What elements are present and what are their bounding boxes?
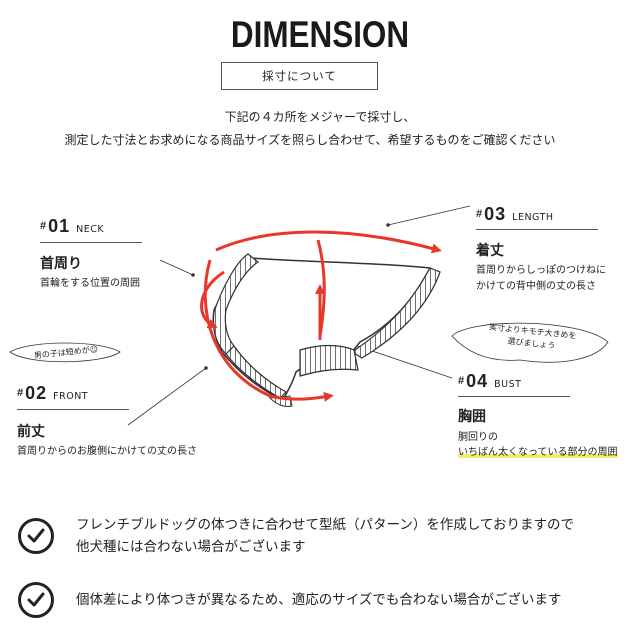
leader-line-neck [159,259,194,276]
front-desc: 首周りからのお腹側にかけての丈の長さ [17,446,197,457]
length-arrow [215,230,442,254]
bust-en: BUST [494,379,522,390]
subtitle-box: 採寸について [221,62,378,90]
bottom-note-2: 個体差により体つきが異なるため、適応のサイズでも合わない場合がございます [76,589,636,611]
measurement-length: #03 LENGTH [476,204,598,225]
bust-number: 04 [466,371,489,391]
length-en: LENGTH [512,212,554,223]
length-desc-1: 首周りからしっぽのつけねに [476,265,606,276]
front-number: 02 [25,383,48,403]
bust-desc-2: いちばん太くなっている部分の周囲 [458,445,618,461]
neck-rule [40,242,142,243]
bust-desc-2-highlight: いちばん太くなっている部分の周囲 [458,447,618,458]
bottom-note-2-line-1: 個体差により体つきが異なるため、適応のサイズでも合わない場合がございます [76,592,562,608]
bottom-note-1-line-2: 他犬種には合わない場合がございます [76,539,306,555]
length-title: 着丈 [476,243,504,259]
front-rule [17,409,129,410]
length-desc-2: かけての背中側の丈の長さ [476,281,596,292]
measurement-neck: #01 NECK [40,216,142,237]
intro-line-1: 下記の４カ所をメジャーで採寸し、 [224,110,416,124]
measurement-bust: #04 BUST [458,371,570,392]
front-hash: # [17,387,25,399]
bust-desc-1: 胴回りの [458,432,498,443]
front-en: FRONT [53,391,89,402]
check-circle-icon [18,518,54,554]
neck-desc: 首輪をする位置の周囲 [40,278,140,289]
bust-title: 胸囲 [458,409,486,425]
leader-line-front [127,367,207,426]
length-number: 03 [484,204,507,224]
neck-number: 01 [48,216,71,236]
bust-note-bubble [451,322,609,363]
bottom-note-1-line-1: フレンチブルドッグの体つきに合わせて型紙（パターン）を作成しておりますので [76,517,575,533]
front-arrow [203,259,334,402]
front-note-bubble [9,342,121,363]
leader-line-length [387,205,471,226]
length-rule [476,229,598,230]
measurement-front: #02 FRONT [17,383,129,404]
intro-line-2: 測定した寸法とお求めになる商品サイズを照らし合わせて、希望するものをご確認くださ… [64,133,556,147]
front-title: 前丈 [17,424,45,440]
bust-hash: # [458,375,466,387]
subtitle-text: 採寸について [262,69,337,83]
neck-title: 首周り [40,256,82,272]
bottom-note-1: フレンチブルドッグの体つきに合わせて型紙（パターン）を作成しておりますので 他犬… [76,514,636,558]
page-title: DIMENSION [230,14,410,55]
length-hash: # [476,208,484,220]
neck-hash: # [40,220,48,232]
neck-en: NECK [76,224,105,235]
bust-rule [458,396,570,397]
check-circle-icon [18,582,54,618]
